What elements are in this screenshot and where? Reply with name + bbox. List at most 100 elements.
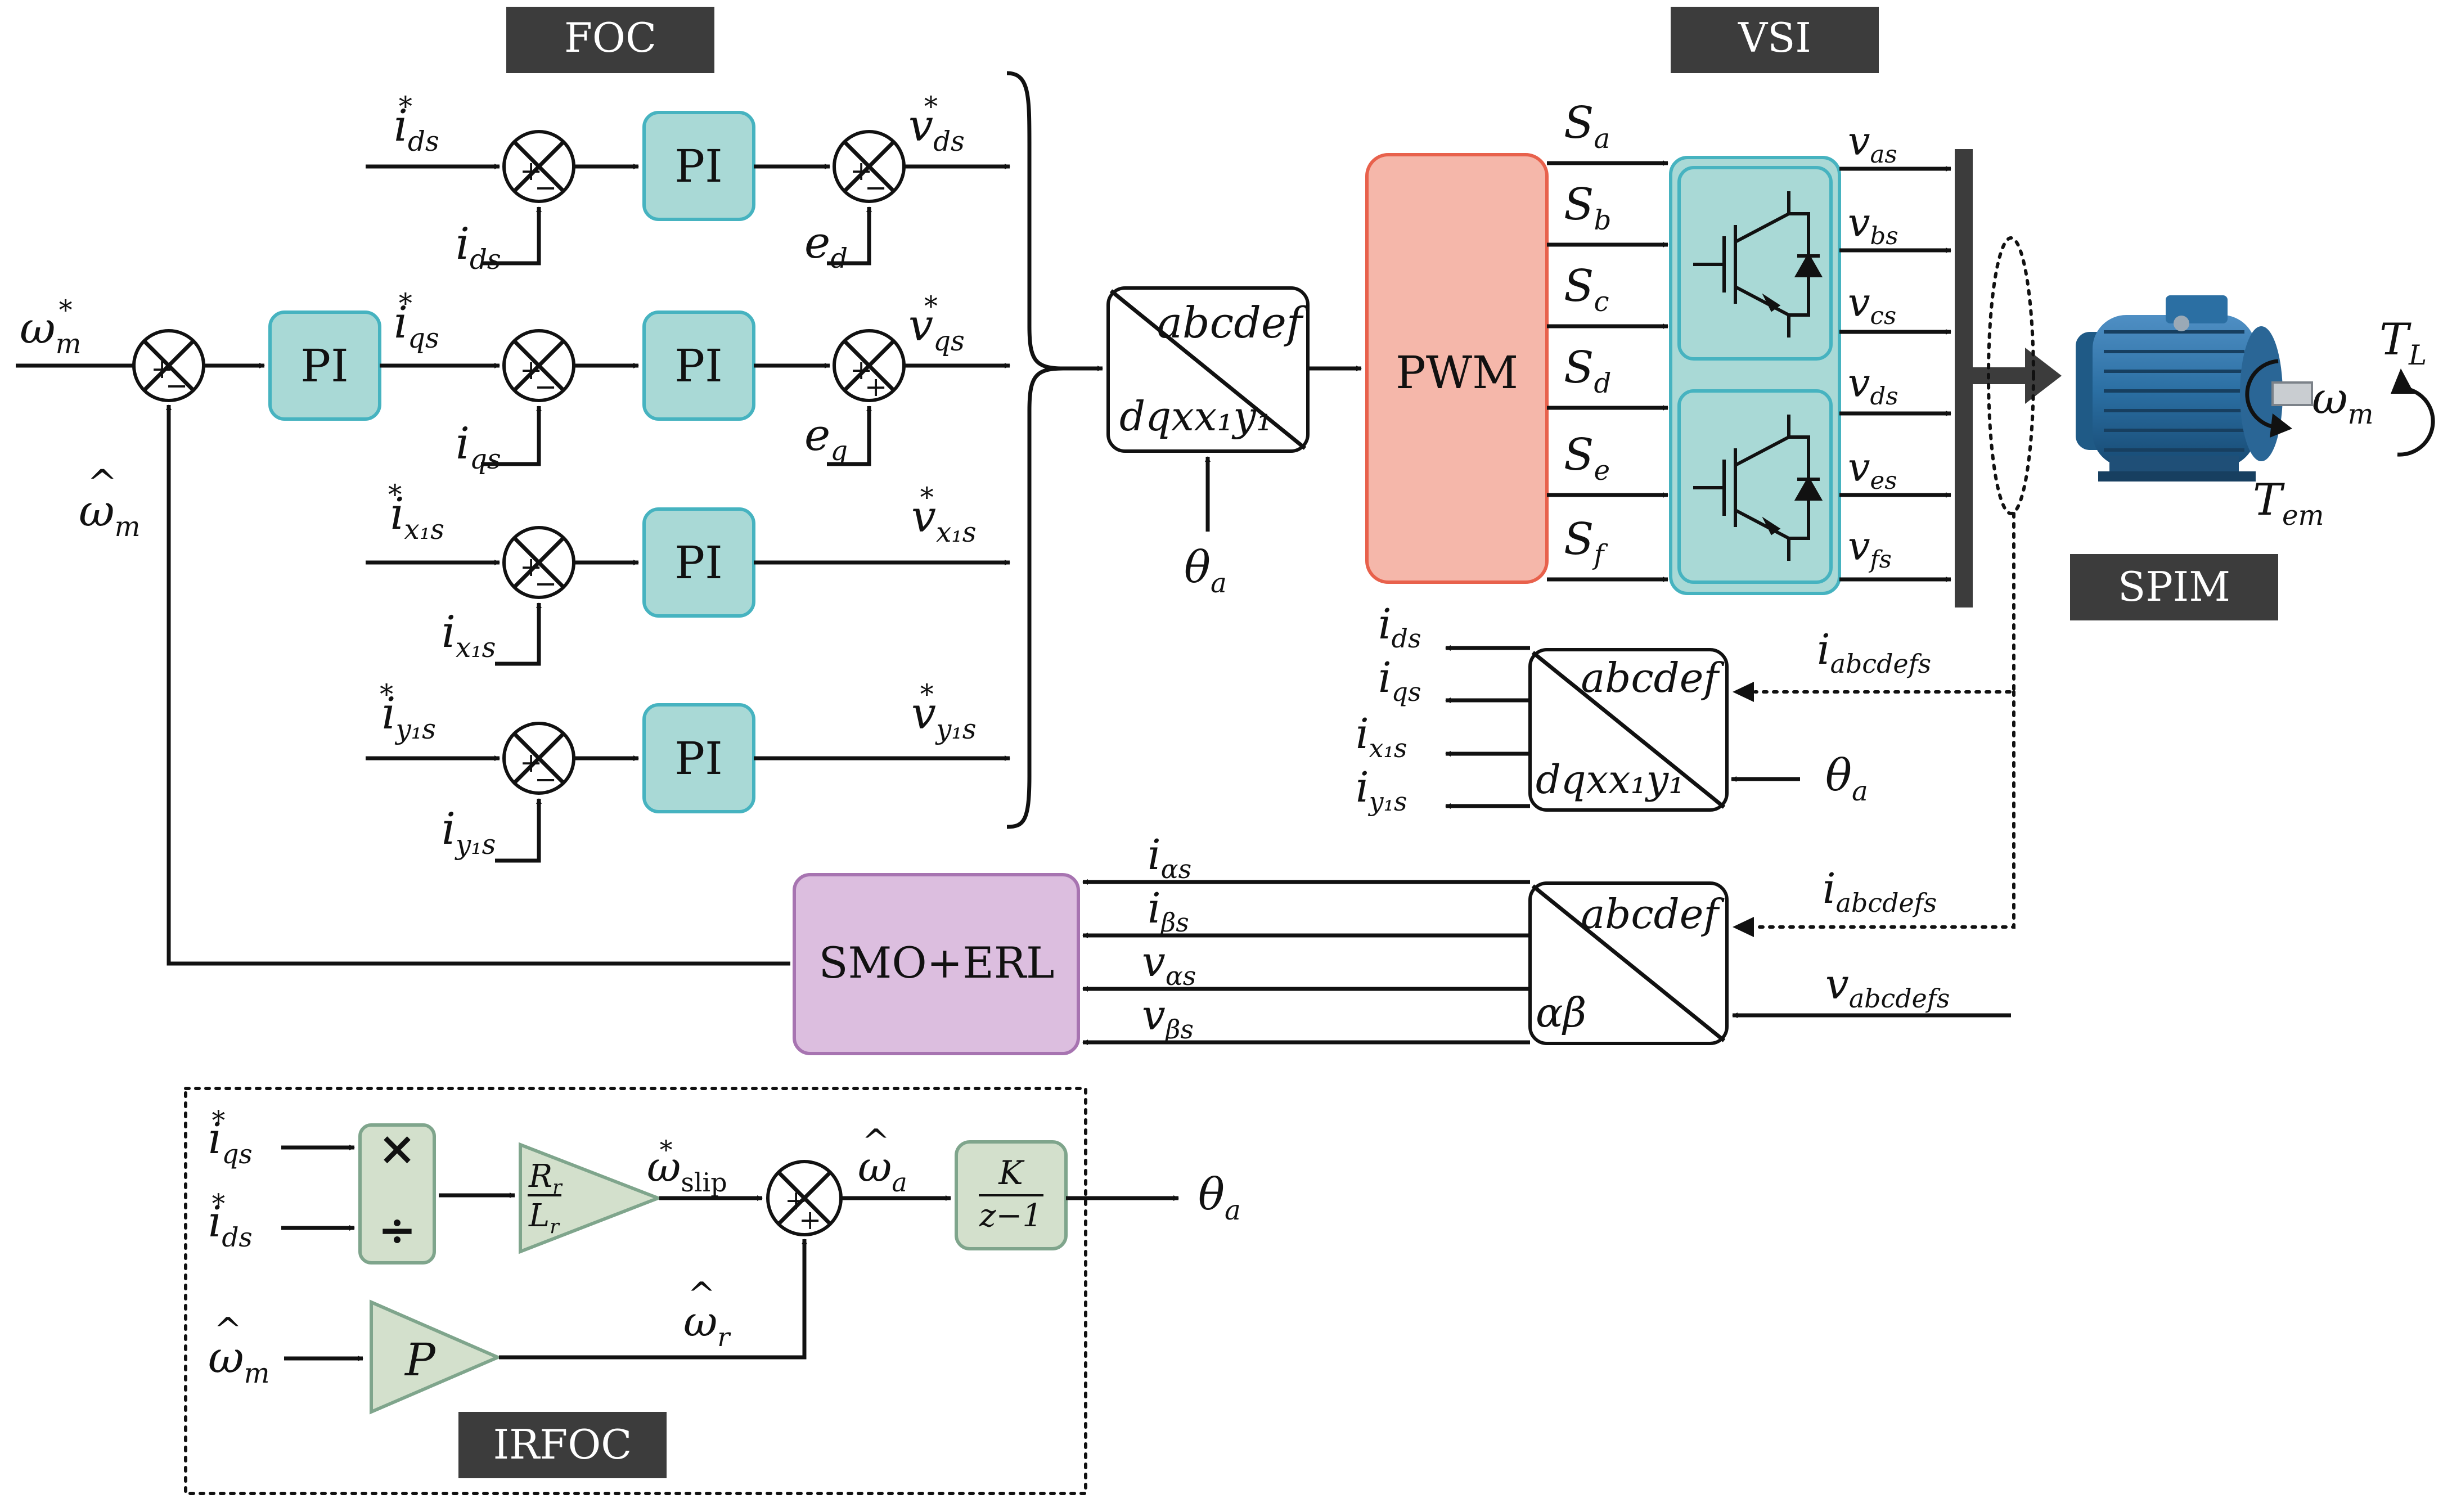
valphas-label: vαs (1142, 938, 1196, 991)
plus-sign: + (850, 354, 872, 386)
pole-pair-gain-block (370, 1299, 502, 1415)
iqs-ref-label: iqs* (394, 288, 439, 354)
iqs-out-label: iqs (1378, 654, 1421, 707)
omega-m-rotation-arrow (2245, 359, 2283, 430)
minus-sign: − (865, 172, 887, 204)
ids-feedback-label: ids (456, 219, 501, 276)
motor-icon (2076, 295, 2313, 482)
alpha-beta-top-label: abcdef (1581, 890, 1725, 938)
lr-label: Lr (528, 1198, 560, 1238)
sa-label: Sa (1564, 98, 1610, 155)
ix1s-feedback-label: ix₁s (442, 607, 496, 664)
divide-icon: ÷ (378, 1203, 417, 1257)
plus-sign: + (520, 747, 542, 778)
plus-sign: + (799, 1204, 821, 1236)
q-axis-row: iqs* + − iqs PI + + eq vqs* (380, 288, 1010, 475)
iy1s-pi-label: PI (674, 732, 722, 785)
d-axis-row: ids* + − ids PI + − ed vds* (366, 91, 1010, 276)
plus-sign: + (785, 1185, 807, 1216)
inverse-transform-bottom-label: dqxx₁y₁ (1119, 393, 1272, 440)
ix1s-out-label: ix₁s (1356, 710, 1407, 763)
sc-label: Sc (1564, 261, 1609, 318)
sd-label: Sd (1564, 343, 1611, 399)
minus-sign: − (534, 568, 557, 600)
hat-mark: ^ (687, 1275, 716, 1315)
minus-sign: − (534, 172, 557, 204)
ibetas-label: iβs (1148, 884, 1189, 938)
tem-label: Tem (2253, 475, 2324, 532)
theta-a-feedback-label: θa (1825, 750, 1868, 807)
spim-tag-label: SPIM (2118, 563, 2230, 610)
switching-signals: Sa Sb Sc Sd Se Sf (1547, 98, 1668, 582)
vy1s-ref-label: vy₁s* (911, 679, 977, 745)
iabcdefs-label-2: iabcdefs (1823, 865, 1937, 918)
iy1s-out-label: iy₁s (1356, 763, 1407, 817)
omega-m-ref-label: ωm* (20, 295, 81, 360)
omega-r-hat-label: ωr (683, 1298, 731, 1352)
theta-a-input-label: θa (1184, 542, 1227, 599)
speed-pi-label: PI (300, 340, 348, 392)
arrow-head (2391, 368, 2414, 394)
iqs-pi-label: PI (674, 340, 722, 392)
iy1s-ref-label: iy₁s* (380, 679, 436, 745)
plus-sign: + (850, 155, 872, 187)
ix1s-ref-label: ix₁s* (388, 479, 444, 546)
iqs-feedback-label: iqs (456, 418, 501, 475)
minus-sign: − (534, 371, 557, 403)
vbetas-label: vβs (1142, 991, 1194, 1045)
voltage-collect-brace (1006, 71, 1064, 829)
bus-arrow-head (2025, 348, 2062, 404)
ids-ref-label: ids* (394, 91, 439, 158)
ed-label: ed (804, 218, 848, 274)
phase-bus-bar (1955, 149, 1973, 608)
vabcdefs-label: vabcdefs (1825, 960, 1950, 1014)
vx1s-ref-label: vx₁s* (911, 482, 977, 548)
plus-sign: + (865, 371, 887, 403)
vfs-label: vfs (1848, 523, 1892, 574)
x1-axis-row: ix₁s* + − ix₁s PI vx₁s* (366, 479, 1010, 666)
rr-label: Rr (528, 1158, 563, 1199)
multiply-icon: × (378, 1122, 417, 1176)
pole-pair-gain-label: P (404, 1334, 436, 1386)
current-feedback-dotted-1 (1753, 512, 2015, 694)
alpha-beta-transform-block: abcdef αβ iabcdefs vabcdefs (1528, 865, 2011, 1045)
current-sensing-ellipse (1987, 236, 2035, 515)
hat-mark: ^ (862, 1122, 890, 1162)
foc-tag: FOC (506, 7, 714, 73)
feedback-transform-bottom-label: dqxx₁y₁ (1536, 757, 1684, 803)
ves-label: ves (1848, 444, 1897, 495)
tf-numerator: K (998, 1154, 1025, 1192)
minus-sign: − (534, 764, 557, 795)
hat-mark: ^ (214, 1311, 242, 1350)
speed-loop: ωm* + − PI ωm ^ (16, 295, 790, 966)
ialphas-label: iαs (1148, 831, 1191, 884)
foc-tag-label: FOC (564, 14, 656, 61)
omega-m-motor-label: ωm (2312, 374, 2373, 430)
vds-phase-label: vds (1848, 360, 1898, 411)
irfoc-block: IRFOC iqs* ids* × ÷ Rr Lr ωslip* + + ωa … (184, 1087, 1241, 1495)
ix1s-pi-label: PI (674, 537, 722, 589)
smo-erl-label: SMO+ERL (818, 938, 1054, 988)
theta-a-output-label: θa (1198, 1169, 1241, 1226)
vsi-tag: VSI (1671, 7, 1879, 73)
plus-sign: + (520, 354, 542, 386)
current-feedback-dotted-2 (1753, 690, 2015, 929)
plus-sign: + (520, 551, 542, 583)
vqs-ref-label: vqs* (908, 291, 965, 357)
ids-pi-label: PI (674, 140, 722, 192)
eq-label: eq (804, 410, 848, 467)
tf-denominator: z−1 (979, 1198, 1042, 1234)
iqs-ref-irfoc-label: iqs* (208, 1105, 253, 1170)
ids-ref-irfoc-label: ids* (208, 1189, 253, 1253)
igbt-icon (1693, 415, 1823, 561)
plus-sign: + (520, 155, 542, 187)
arrow-head (2270, 413, 2292, 438)
hat-mark: ^ (87, 462, 118, 504)
omega-slip-label: ωslip* (647, 1135, 727, 1198)
feedback-transform-block: abcdef dqxx₁y₁ θa iabcdefs ids iqs ix₁s … (1356, 600, 1931, 817)
sb-label: Sb (1564, 179, 1611, 236)
pwm-block: PWM (1365, 153, 1549, 584)
omega-a-hat-label: ωa (858, 1143, 907, 1198)
vas-label: vas (1848, 118, 1897, 169)
